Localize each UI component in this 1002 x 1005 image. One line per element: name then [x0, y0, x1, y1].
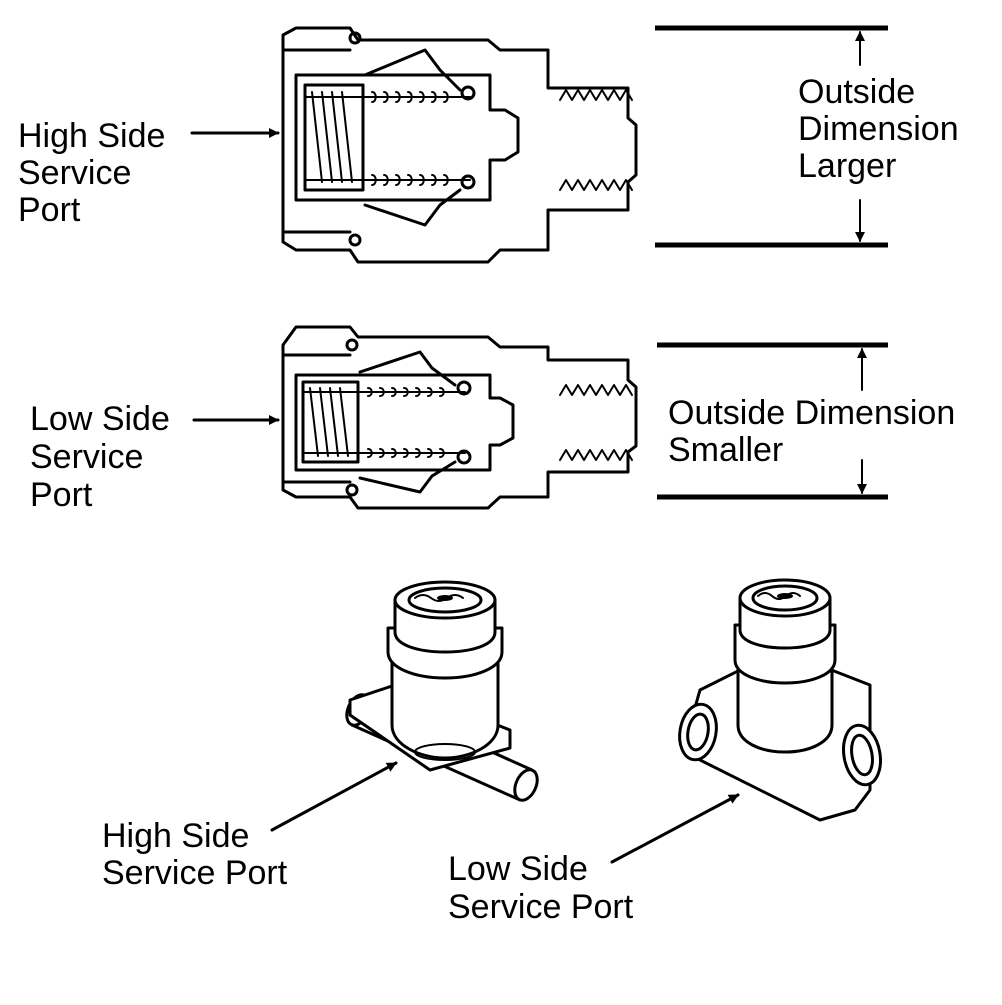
svg-text:High Side: High Side	[18, 117, 165, 155]
svg-text:Outside Dimension: Outside Dimension	[668, 394, 955, 432]
svg-text:High Side: High Side	[102, 817, 249, 855]
high-side-label-bottom: High Side Service Port	[102, 761, 398, 892]
svg-text:Port: Port	[18, 191, 81, 229]
spring-icon	[304, 91, 471, 186]
high-side-label-top: High Side Service Port	[18, 117, 280, 229]
outside-larger-label: Outside Dimension Larger	[798, 73, 959, 185]
svg-text:Low Side: Low Side	[448, 850, 588, 888]
svg-text:Dimension: Dimension	[798, 110, 959, 148]
svg-text:Larger: Larger	[798, 147, 896, 185]
high-side-fitting	[345, 580, 539, 802]
svg-text:Service: Service	[18, 154, 131, 192]
dimension-larger	[655, 25, 888, 248]
svg-text:Port: Port	[30, 476, 93, 514]
outside-smaller-label: Outside Dimension Smaller	[668, 394, 955, 469]
low-side-label-mid: Low Side Service Port	[30, 400, 280, 514]
dimension-smaller	[657, 342, 888, 500]
low-side-label-bottom: Low Side Service Port	[448, 793, 740, 926]
low-side-cross-section	[281, 325, 638, 510]
low-side-fitting	[678, 578, 882, 822]
svg-text:Service Port: Service Port	[102, 854, 288, 892]
svg-text:Smaller: Smaller	[668, 431, 783, 469]
svg-text:Service Port: Service Port	[448, 888, 634, 926]
high-side-cross-section	[281, 26, 638, 264]
svg-text:Low Side: Low Side	[30, 400, 170, 438]
spring-icon	[302, 387, 466, 458]
svg-text:Service: Service	[30, 438, 143, 476]
svg-text:Outside: Outside	[798, 73, 915, 111]
